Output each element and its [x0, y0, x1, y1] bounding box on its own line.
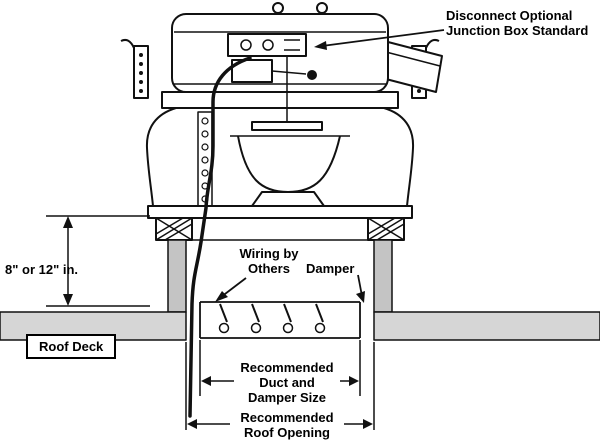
lifting-eye-left [270, 2, 286, 15]
roof-deck-right [373, 311, 600, 341]
fan-unit [120, 2, 443, 207]
channel-hole [201, 130, 209, 138]
arrowhead-up [63, 216, 73, 228]
label-roof-opening-line2: Roof Opening [244, 425, 330, 440]
dimension-roof-opening [185, 342, 375, 430]
wiring-arrowhead [215, 291, 228, 302]
curb-wood-block-right [367, 217, 405, 241]
flange-hook [120, 38, 135, 49]
inlet-bowl [237, 135, 341, 193]
junction-box-arrowhead [314, 41, 327, 50]
damper-pivot [282, 322, 294, 334]
label-damper: Damper [306, 261, 355, 276]
damper-blade [219, 303, 228, 323]
label-disconnect-junction-box: Disconnect Optional Junction Box Standar… [446, 8, 588, 38]
label-duct-size-line3: Damper Size [247, 390, 327, 405]
dimension-duct-size [199, 340, 361, 396]
motor-box [231, 59, 307, 83]
label-duct-size-line2: Duct and [259, 375, 315, 390]
rivet-dot [417, 89, 421, 93]
channel-hole [201, 143, 209, 151]
label-duct-size-line1: Recommended [240, 360, 334, 375]
damper-assembly [199, 301, 361, 339]
callout-arrows [215, 29, 445, 303]
label-roof-opening-line1: Recommended [240, 410, 334, 425]
damper-pivot [218, 322, 230, 334]
label-curb-height: 8" or 12" in. [5, 262, 79, 277]
damper-pivot [314, 322, 326, 334]
skirt-right [383, 107, 415, 207]
flange-hook [425, 38, 440, 49]
junction-box-callout-line [321, 29, 445, 47]
channel-hole [201, 117, 209, 125]
side-flange-left [120, 38, 149, 99]
lifting-eye-right [314, 2, 330, 15]
pedestal [251, 191, 325, 207]
curb-wood-block-left [155, 217, 193, 241]
rivet-dot [139, 89, 143, 93]
damper-blade [315, 303, 324, 323]
duct-wall-left [167, 239, 187, 313]
skirt-left [145, 107, 177, 207]
arrowhead-down [63, 294, 73, 306]
label-wiring-line1: Wiring by [239, 246, 299, 261]
roof-curb [147, 205, 413, 313]
arrowhead-right [349, 376, 359, 386]
power-wire [188, 56, 252, 418]
label-wiring-line2: Others [248, 261, 290, 276]
duct-wall-right [373, 239, 393, 313]
wheel-bar [251, 121, 323, 131]
arrowhead-left [187, 419, 197, 429]
wiring-callout-line [220, 277, 247, 298]
damper-arrowhead [356, 291, 365, 303]
damper-blade [283, 303, 292, 323]
arrowhead-left [201, 376, 211, 386]
damper-blade [251, 303, 260, 323]
label-duct-damper-size: Recommended Duct and Damper Size [230, 360, 344, 405]
arrowhead-right [363, 419, 373, 429]
rivet-dot [139, 53, 143, 57]
label-roof-opening: Recommended Roof Opening [210, 410, 364, 440]
capacitor-dot [307, 70, 317, 80]
channel-hole [201, 156, 209, 164]
label-disconnect-line1: Disconnect Optional [446, 8, 573, 23]
disconnect-box [381, 41, 443, 93]
label-roof-deck: Roof Deck [26, 334, 117, 359]
dimension-curb-height [46, 215, 150, 307]
support-channel [197, 111, 213, 207]
label-wiring-by-others: Wiring by Others [227, 246, 311, 276]
channel-hole [201, 169, 209, 177]
curb-cap-plate [147, 205, 413, 219]
junction-box [227, 33, 307, 57]
mounting-ring [161, 91, 399, 109]
rivet-dot [139, 80, 143, 84]
rivet-dot [139, 62, 143, 66]
rivet-dot [139, 71, 143, 75]
damper-pivot [250, 322, 262, 334]
label-disconnect-line2: Junction Box Standard [446, 23, 589, 38]
